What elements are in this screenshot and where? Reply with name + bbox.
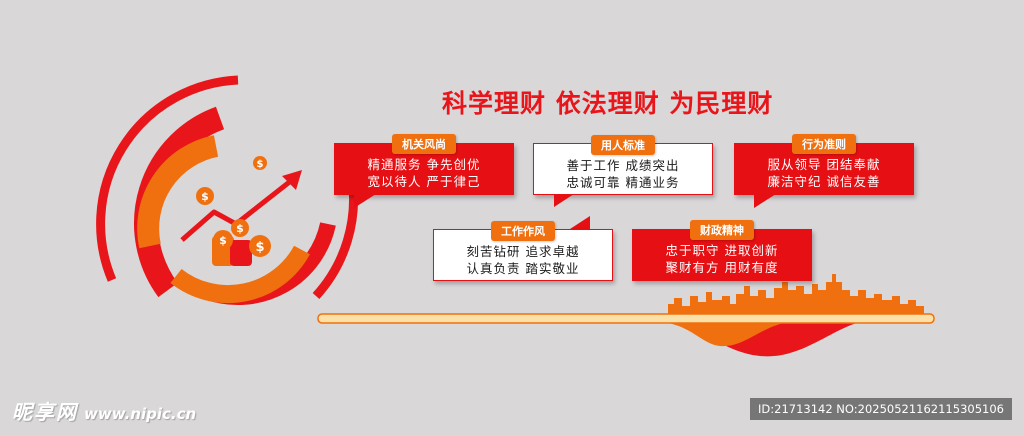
bottom-wave-orange: [655, 322, 790, 347]
card-line: 精通服务 争先创优: [367, 157, 481, 172]
coin-symbol: $: [255, 240, 264, 255]
card-line: 廉洁守纪 诚信友善: [767, 174, 881, 189]
card-jiguan-fengshang: 机关风尚 精通服务 争先创优 宽以待人 严于律己: [334, 134, 514, 195]
card-line: 宽以待人 严于律己: [367, 174, 481, 189]
city-skyline: [668, 274, 924, 318]
card-tag: 行为准则: [792, 134, 856, 154]
card-tag: 机关风尚: [392, 134, 456, 154]
card-yongren-biaozhun: 用人标准 善于工作 成绩突出 忠诚可靠 精通业务: [533, 135, 713, 195]
card-tail: [554, 194, 574, 207]
card-caizheng-jingshen: 财政精神 忠于职守 进取创新 聚财有方 用财有度: [632, 220, 812, 281]
coin-symbol: $: [219, 234, 227, 247]
card-gongzuo-zuofeng: 工作作风 刻苦钻研 追求卓越 认真负责 踏实敬业: [433, 221, 613, 281]
watermark-logo-text: 昵享网: [12, 400, 78, 424]
card-line: 刻苦钻研 追求卓越: [466, 244, 580, 259]
card-tail: [570, 216, 590, 229]
coin-symbol: $: [236, 222, 244, 235]
page-title: 科学理财 依法理财 为民理财: [442, 89, 774, 118]
watermark-id-bar: ID:21713142 NO:20250521162115305106: [750, 398, 1012, 420]
card-tag: 用人标准: [591, 135, 655, 155]
watermark-logo: 昵享网 www.nipic.cn: [12, 396, 196, 425]
coin-symbol: $: [257, 159, 264, 170]
card-tag: 财政精神: [690, 220, 754, 240]
coin-symbol: $: [201, 190, 209, 203]
inner-arc-orange: [137, 135, 219, 249]
card-tail: [754, 194, 776, 208]
card-line: 聚财有方 用财有度: [665, 260, 779, 275]
card-line: 认真负责 踏实敬业: [466, 261, 580, 276]
card-tail: [354, 194, 376, 208]
card-xingwei-zhunze: 行为准则 服从领导 团结奉献 廉洁守纪 诚信友善: [734, 134, 914, 195]
baseline-bar: [317, 313, 935, 324]
card-tag: 工作作风: [491, 221, 555, 241]
outer-arc-top: [96, 75, 239, 282]
inner-arc-orange-bottom: [170, 245, 310, 304]
coin-icon: [196, 156, 271, 266]
arc-rings: [96, 75, 359, 306]
card-line: 服从领导 团结奉献: [767, 157, 881, 172]
card-line: 忠于职守 进取创新: [665, 243, 779, 258]
growth-arrow-icon: [180, 170, 302, 242]
watermark-url: www.nipic.cn: [84, 405, 197, 423]
card-line: 善于工作 成绩突出: [566, 158, 680, 173]
card-line: 忠诚可靠 精通业务: [566, 175, 680, 190]
